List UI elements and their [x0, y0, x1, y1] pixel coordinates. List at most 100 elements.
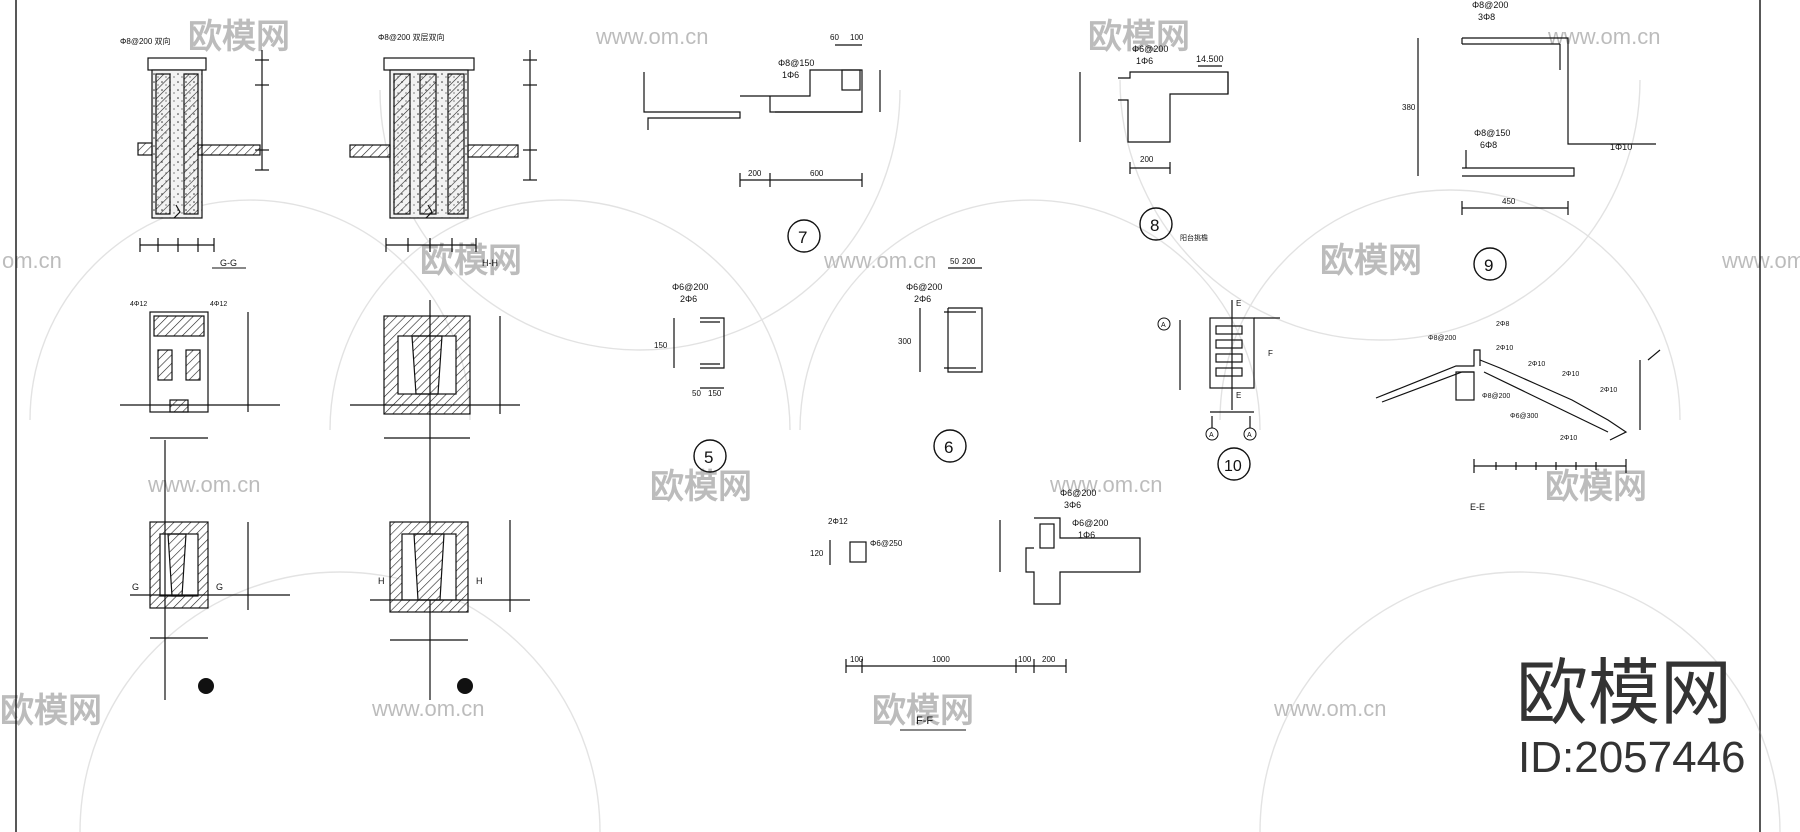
rebar-label: Φ8@200	[1472, 0, 1508, 10]
section-title-e: E-E	[1470, 502, 1485, 512]
rebar-label: 1Φ6	[1078, 530, 1095, 540]
detail-5-drawing	[673, 317, 725, 389]
rebar-label: Φ6@200	[906, 282, 942, 292]
dimension-label: 100	[850, 655, 864, 664]
rebar-label: 3Φ8	[1478, 12, 1495, 22]
section-mark-h: H	[476, 576, 483, 586]
rebar-label: Φ8@150	[778, 58, 814, 68]
brand-block: 欧模网 ID:2057446	[1516, 654, 1746, 782]
detail-number-7: 7	[798, 228, 807, 247]
rebar-label: 4Φ12	[130, 301, 147, 308]
axis-label: A	[1161, 322, 1166, 329]
section-mark-f: F	[1268, 349, 1273, 358]
section-f-f	[829, 517, 1141, 673]
rebar-label: Φ6@200	[672, 282, 708, 292]
watermark-brand: 欧模网	[1088, 18, 1190, 56]
watermark-brand: 欧模网	[420, 242, 522, 280]
dimension-label: 120	[810, 549, 824, 558]
detail-bubble	[693, 439, 727, 473]
section-title-f: F-F	[916, 715, 933, 727]
watermark-layer: 欧模网 欧模网 欧模网 欧模网 欧模网 欧模网 欧模网 欧模网 www.om.c…	[0, 18, 1800, 832]
rebar-label: 2Φ6	[680, 294, 697, 304]
dimension-label: 200	[1042, 655, 1056, 664]
detail-6-drawing	[919, 267, 983, 373]
dimension-label: 200	[748, 169, 762, 178]
dimension-label: 50	[950, 257, 959, 266]
rebar-label: Φ8@150	[1474, 128, 1510, 138]
dimension-label: 450	[1502, 197, 1516, 206]
watermark-url: www.om.cn	[1049, 472, 1162, 497]
watermark-url: www.om.cn	[147, 472, 260, 497]
column-section-3	[130, 440, 290, 700]
axis-label: A	[1209, 432, 1214, 439]
rebar-label: 2Φ8	[1496, 321, 1509, 328]
rebar-label: 2Φ10	[1496, 345, 1513, 352]
watermark-brand: 欧模网	[0, 692, 102, 730]
column-section-1	[120, 311, 280, 439]
filled-marker	[457, 678, 473, 694]
dimension-label: 200	[1140, 155, 1154, 164]
section-mark-g: G	[132, 582, 139, 592]
detail-number-6: 6	[944, 438, 953, 457]
rebar-label: 3Φ6	[1064, 500, 1081, 510]
rebar-label: 1Φ6	[782, 70, 799, 80]
dimension-label: 380	[1402, 103, 1416, 112]
axis-bubble	[1157, 317, 1171, 331]
detail-number-5: 5	[704, 448, 713, 467]
filled-marker	[198, 678, 214, 694]
watermark-url: www.om.cn	[823, 248, 936, 273]
watermark-url: www.om.cn	[595, 24, 708, 49]
detail-9-drawing	[1417, 37, 1656, 215]
watermark-brand: 欧模网	[872, 692, 974, 730]
watermark-url: www.om.cn	[371, 696, 484, 721]
watermark-brand: 欧模网	[1320, 242, 1422, 280]
dimension-label: 150	[708, 389, 722, 398]
detail-number-8: 8	[1150, 216, 1159, 235]
dimension-label: 50	[692, 389, 701, 398]
level-label: 14.500	[1196, 54, 1224, 64]
rebar-label: 2Φ10	[1562, 371, 1579, 378]
model-id: ID:2057446	[1518, 733, 1746, 782]
rebar-label: 2Φ6	[914, 294, 931, 304]
rebar-label: Φ8@200	[1428, 335, 1456, 342]
section-mark-g: G	[216, 582, 223, 592]
axis-bubble	[1243, 427, 1257, 441]
rebar-label: 2Φ10	[1600, 387, 1617, 394]
dimension-label: 100	[850, 33, 864, 42]
detail-bubble	[1139, 207, 1173, 241]
section-mark-e: E	[1236, 299, 1241, 308]
detail-bubble	[933, 429, 967, 463]
column-section-2	[350, 300, 520, 700]
watermark-brand: 欧模网	[188, 18, 290, 56]
section-e-e	[1375, 349, 1661, 473]
section-h-h	[349, 50, 537, 252]
rebar-label: Φ8@200 双层双向	[378, 32, 445, 42]
rebar-label: Φ6@200	[1072, 518, 1108, 528]
rebar-label: 2Φ12	[828, 517, 848, 526]
watermark-url: www.om.cn	[1547, 24, 1660, 49]
dimension-label: 600	[810, 169, 824, 178]
section-mark-e: E	[1236, 391, 1241, 400]
rebar-label: Φ6@200	[1132, 44, 1168, 54]
rebar-label: 4Φ12	[210, 301, 227, 308]
watermark-url: www.om.cn	[1273, 696, 1386, 721]
rebar-label: Φ8@200 双向	[120, 36, 171, 46]
watermark-brand: 欧模网	[1545, 468, 1647, 506]
rebar-label: 1Φ10	[1610, 142, 1632, 152]
sheet-frame	[15, 0, 1761, 832]
dimension-label: 1000	[932, 655, 950, 664]
column-section-4	[370, 520, 530, 641]
dimension-label: 60	[830, 33, 839, 42]
rebar-label: 2Φ10	[1560, 435, 1577, 442]
watermark-url: om.cn	[2, 248, 62, 273]
dimension-label: 200	[962, 257, 976, 266]
watermark-brand: 欧模网	[650, 468, 752, 506]
rebar-label: 6Φ8	[1480, 140, 1497, 150]
detail-10-drawing	[1179, 300, 1280, 428]
section-mark-h: H	[378, 576, 385, 586]
rebar-label: Φ6@250	[870, 539, 903, 548]
rebar-label: Φ8@200	[1482, 393, 1510, 400]
detail-bubble	[787, 219, 821, 253]
watermark-url: www.om.cn	[1721, 248, 1800, 273]
